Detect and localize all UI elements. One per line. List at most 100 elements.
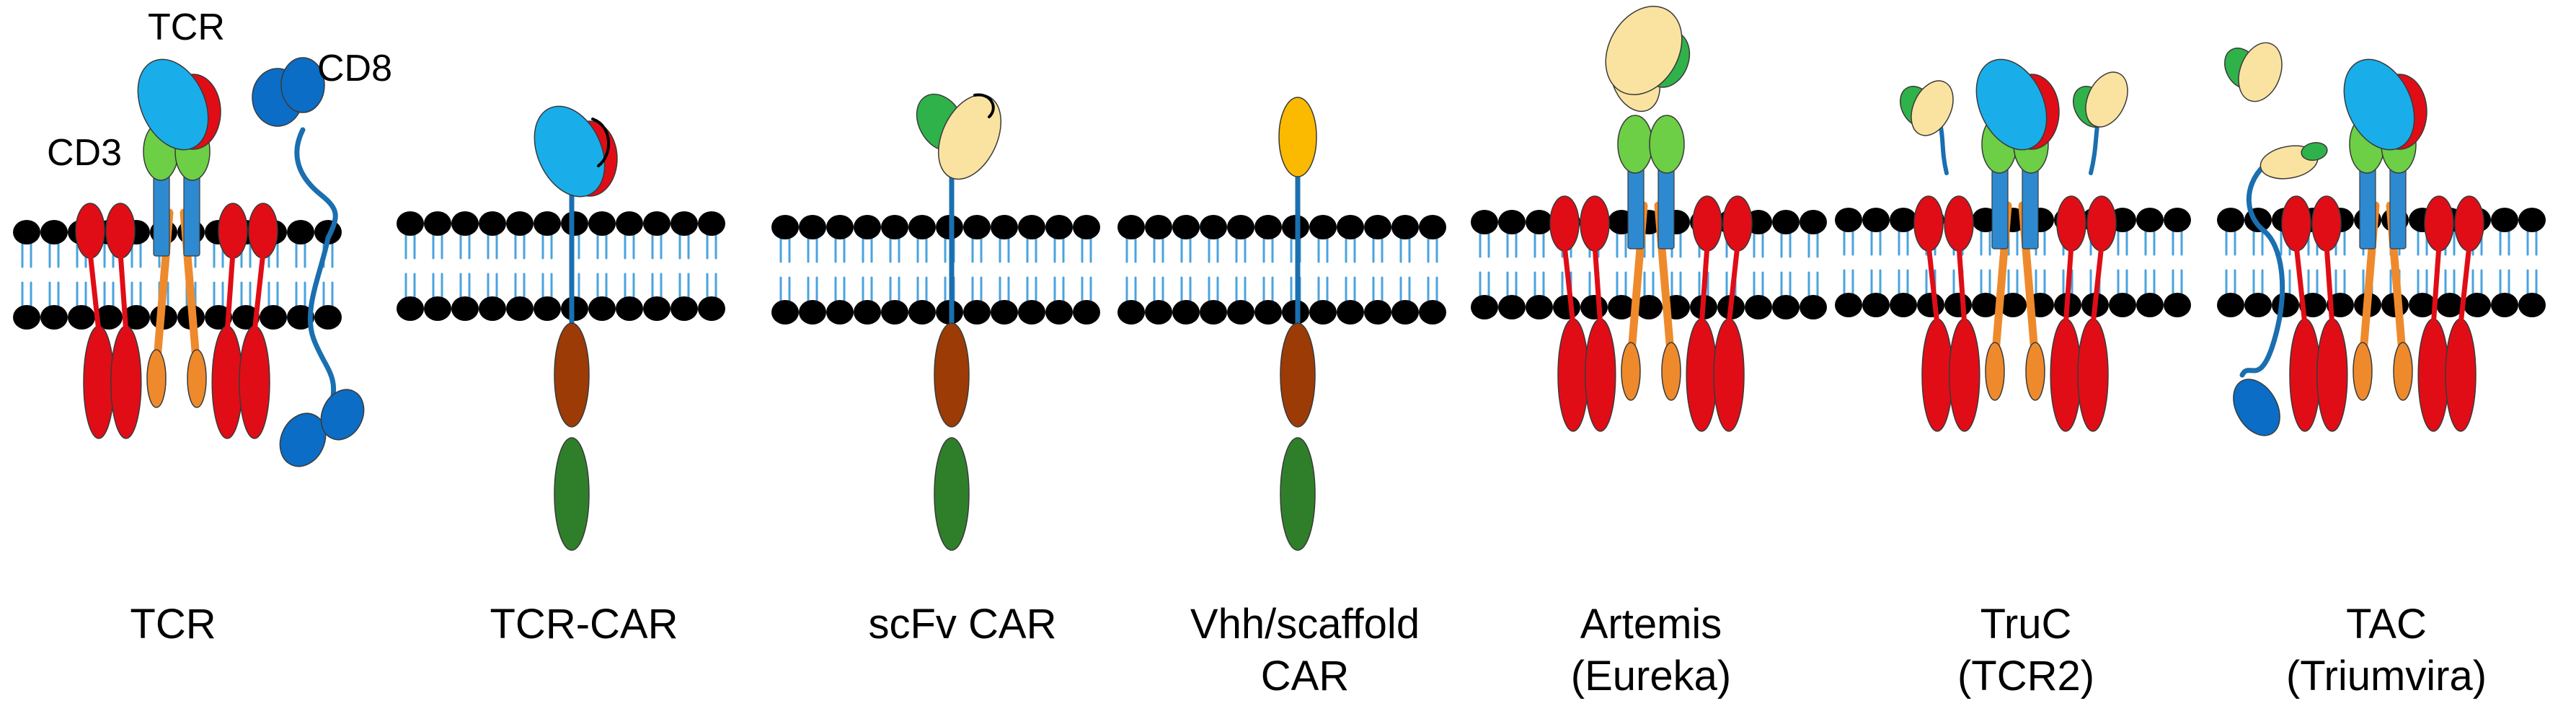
lipid-head: [1227, 300, 1254, 325]
cd8-stalk: [294, 127, 338, 241]
lipid-head: [1835, 208, 1862, 232]
tcr-tm-segment: [2022, 165, 2039, 250]
lipid-head: [1835, 293, 1862, 317]
truc-scfv-yellow: [2085, 71, 2128, 128]
lipid-head: [799, 300, 826, 325]
lipid-head: [561, 211, 588, 236]
cd3-red-tail: [83, 325, 115, 439]
cd3-red-tail: [2077, 318, 2109, 432]
cd8-tail: [279, 412, 327, 467]
lipid-head: [1553, 295, 1580, 319]
lipid-head: [424, 296, 451, 321]
lipid-head: [1200, 300, 1227, 325]
lipid-head: [232, 305, 260, 330]
cd3-red-tail: [1949, 318, 1980, 432]
cd3-red-tail: [1713, 318, 1745, 432]
fab-heavy-chain: [1605, 6, 1683, 95]
cd3-red-stalk: [1562, 242, 1576, 327]
lipid-head: [881, 215, 908, 239]
lipid-head: [1635, 295, 1663, 319]
lipid-head: [1498, 295, 1526, 319]
cd3-red-stalk: [224, 250, 236, 335]
tcr-tm-segment: [2389, 165, 2407, 250]
lipid-head: [670, 296, 698, 321]
lipid-head: [1999, 293, 2027, 317]
caption-scfv-car: scFv CAR: [868, 601, 1057, 648]
lipid-head: [1200, 215, 1227, 239]
receptor-artemis: [1549, 6, 1753, 432]
cd3-red-tail: [2417, 318, 2449, 432]
linker-arc: [591, 118, 610, 167]
cd3-red-stalk: [118, 250, 129, 335]
receptors-layer: [75, 6, 2484, 551]
lipid-head: [1419, 300, 1446, 325]
cd8-head: [280, 57, 325, 113]
lipid-head: [1745, 295, 1772, 319]
receptor-vhh-car: [1278, 97, 1317, 551]
lipid-head: [881, 300, 908, 325]
lipid-head: [1580, 295, 1608, 319]
lipid-head: [1419, 215, 1446, 239]
lipid-head: [616, 296, 643, 321]
cd3-red-stalk: [2293, 242, 2308, 327]
lipid-head: [479, 296, 506, 321]
lipid-head: [287, 220, 314, 244]
cd3-orange-tail: [1661, 342, 1681, 401]
tcr-tm-segment: [1657, 165, 1675, 250]
lipid-head: [588, 211, 616, 236]
cd8-annotation: CD8: [317, 48, 393, 89]
cd3-red-tail: [110, 325, 142, 439]
lipid-head: [1364, 215, 1391, 239]
lipid-head: [260, 305, 287, 330]
lipid-head: [1972, 293, 1999, 317]
lipid-head: [534, 296, 561, 321]
lipid-head: [1172, 215, 1200, 239]
lipid-head: [854, 300, 881, 325]
costim-domain: [1280, 322, 1316, 428]
costim-domain: [554, 322, 590, 428]
caption-tcr: TCR: [130, 601, 216, 648]
lipid-head: [643, 296, 670, 321]
cd3-orange-tail: [2025, 342, 2045, 401]
tcr-variable-cyan: [137, 58, 209, 151]
lipid-head: [2164, 208, 2191, 232]
lipid-head: [451, 211, 479, 236]
cd3-red-tail: [2316, 318, 2348, 432]
lipid-head: [1045, 300, 1073, 325]
tac-scfv-yellow: [2238, 42, 2283, 102]
cd3-red-tail: [1557, 318, 1589, 432]
signaling-domain: [554, 437, 590, 551]
lipid-head: [1526, 295, 1553, 319]
lipid-head: [205, 305, 232, 330]
signaling-domain: [934, 437, 970, 551]
cd8-tail: [320, 389, 365, 441]
cd8-coreceptor: [252, 57, 365, 467]
lipid-head: [826, 300, 854, 325]
truc-scfv-yellow: [1911, 80, 1954, 136]
lipid-head: [1772, 210, 1800, 234]
cd3-red-stalk: [2430, 242, 2442, 327]
lipid-head: [40, 220, 68, 244]
lipid-head: [1337, 215, 1364, 239]
cd3-red-stalk: [2090, 242, 2104, 327]
lipid-head: [1944, 293, 1972, 317]
membrane-tcr-car: [397, 211, 725, 321]
lipid-head: [2464, 293, 2491, 317]
lipid-head: [588, 296, 616, 321]
lipid-head: [799, 215, 826, 239]
lipid-head: [123, 305, 150, 330]
lipid-head: [1018, 215, 1045, 239]
lipid-head: [13, 305, 40, 330]
lipid-head: [1391, 300, 1419, 325]
lipid-head: [68, 305, 95, 330]
membrane-tac: [2217, 208, 2546, 317]
cd3-orange-tail: [146, 349, 167, 408]
lipid-head: [1608, 295, 1635, 319]
tcr-constant-domain: [1617, 115, 1653, 174]
costim-domain: [934, 322, 970, 428]
lipid-head: [991, 300, 1018, 325]
lipid-head: [1890, 293, 1917, 317]
caption-tac: TAC(Triumvira): [2285, 601, 2487, 699]
lipid-head: [1309, 300, 1337, 325]
lipid-head: [1145, 300, 1172, 325]
